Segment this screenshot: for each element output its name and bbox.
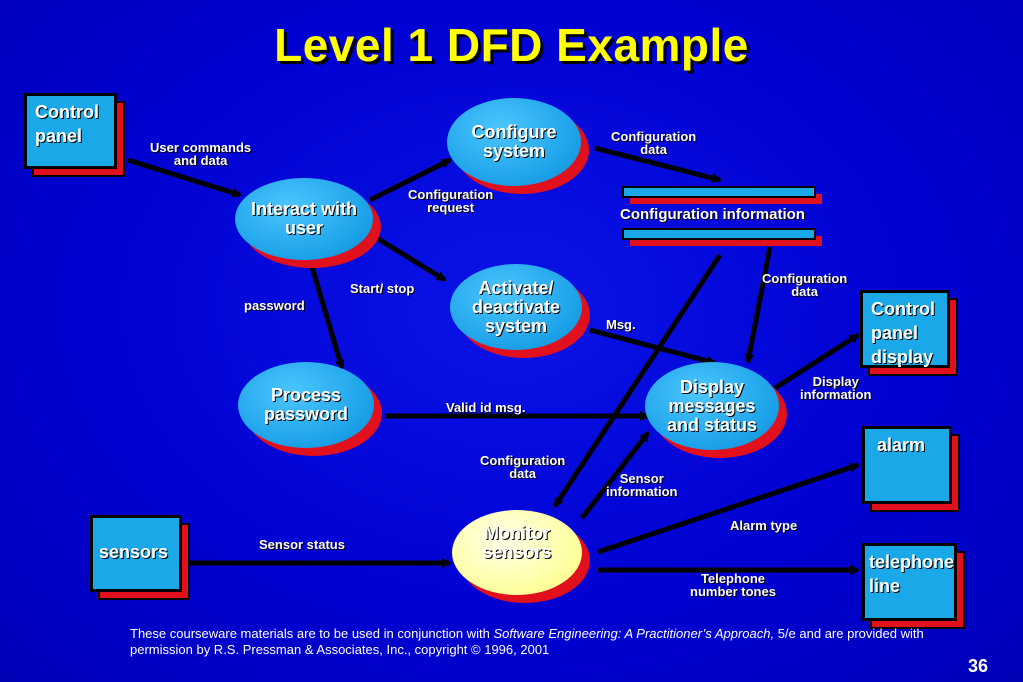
flow-config-data-right: Configuration data xyxy=(762,271,848,299)
process-password: Process password xyxy=(238,362,382,456)
arrow-msg xyxy=(589,327,717,366)
footer-post: 5/e and are provided with permission by … xyxy=(130,626,924,657)
process-monitor-sensors: Monitor sensors xyxy=(452,510,590,603)
arrow-start-stop xyxy=(370,232,447,283)
process-activate-deactivate: Activate/ deactivate system xyxy=(450,264,590,358)
data-store-label: Configuration information xyxy=(620,206,805,223)
flow-valid-id: Valid id msg. xyxy=(446,400,526,415)
flow-config-data-top: Configuration data xyxy=(611,129,697,157)
footer-pre: These courseware materials are to be use… xyxy=(130,626,494,641)
footer-book-title: Software Engineering: A Practitioner’s A… xyxy=(493,626,775,641)
copyright-footer: These courseware materials are to be use… xyxy=(130,626,950,658)
data-store-bottom-line xyxy=(622,228,816,240)
arrow-display-info xyxy=(773,332,860,391)
arrow-user-commands xyxy=(127,157,242,198)
arrow-password xyxy=(307,259,345,370)
flow-telephone-tones: Telephone number tones xyxy=(690,571,776,599)
flow-password: password xyxy=(244,298,305,313)
arrow-sensor-info xyxy=(580,431,650,520)
flow-sensor-status: Sensor status xyxy=(259,537,345,552)
flow-config-request: Configuration request xyxy=(408,187,494,215)
flow-sensor-info: Sensor information xyxy=(606,471,678,499)
entity-control-panel-display: Control panel display xyxy=(860,290,958,376)
flow-alarm-type: Alarm type xyxy=(730,518,798,533)
flow-user-commands: User commands and data xyxy=(150,140,252,168)
data-store-top-line xyxy=(622,186,816,198)
process-interact-with-user: Interact with user xyxy=(235,178,381,268)
arrow-config-data-mid xyxy=(552,253,723,508)
arrow-config-data-top xyxy=(594,145,722,183)
flow-display-info: Display information xyxy=(800,374,872,402)
page-number: 36 xyxy=(968,656,989,676)
arrow-config-data-right xyxy=(744,246,773,364)
entity-alarm: alarm xyxy=(862,426,960,512)
entity-telephone-line: telephone line xyxy=(862,543,965,629)
arrow-config-request xyxy=(368,157,452,203)
slide-title: Level 1 DFD Example xyxy=(274,19,749,71)
flow-msg: Msg. xyxy=(606,317,636,332)
entity-sensors: sensors xyxy=(90,515,190,600)
process-configure-system: Configure system xyxy=(447,98,589,194)
flow-config-data-mid: Configuration data xyxy=(480,453,566,481)
flow-start-stop: Start/ stop xyxy=(350,281,415,296)
arrow-alarm-type xyxy=(597,462,860,555)
entity-control-panel: Control panel xyxy=(24,93,125,177)
process-display-messages: Display messages and status xyxy=(645,362,787,458)
